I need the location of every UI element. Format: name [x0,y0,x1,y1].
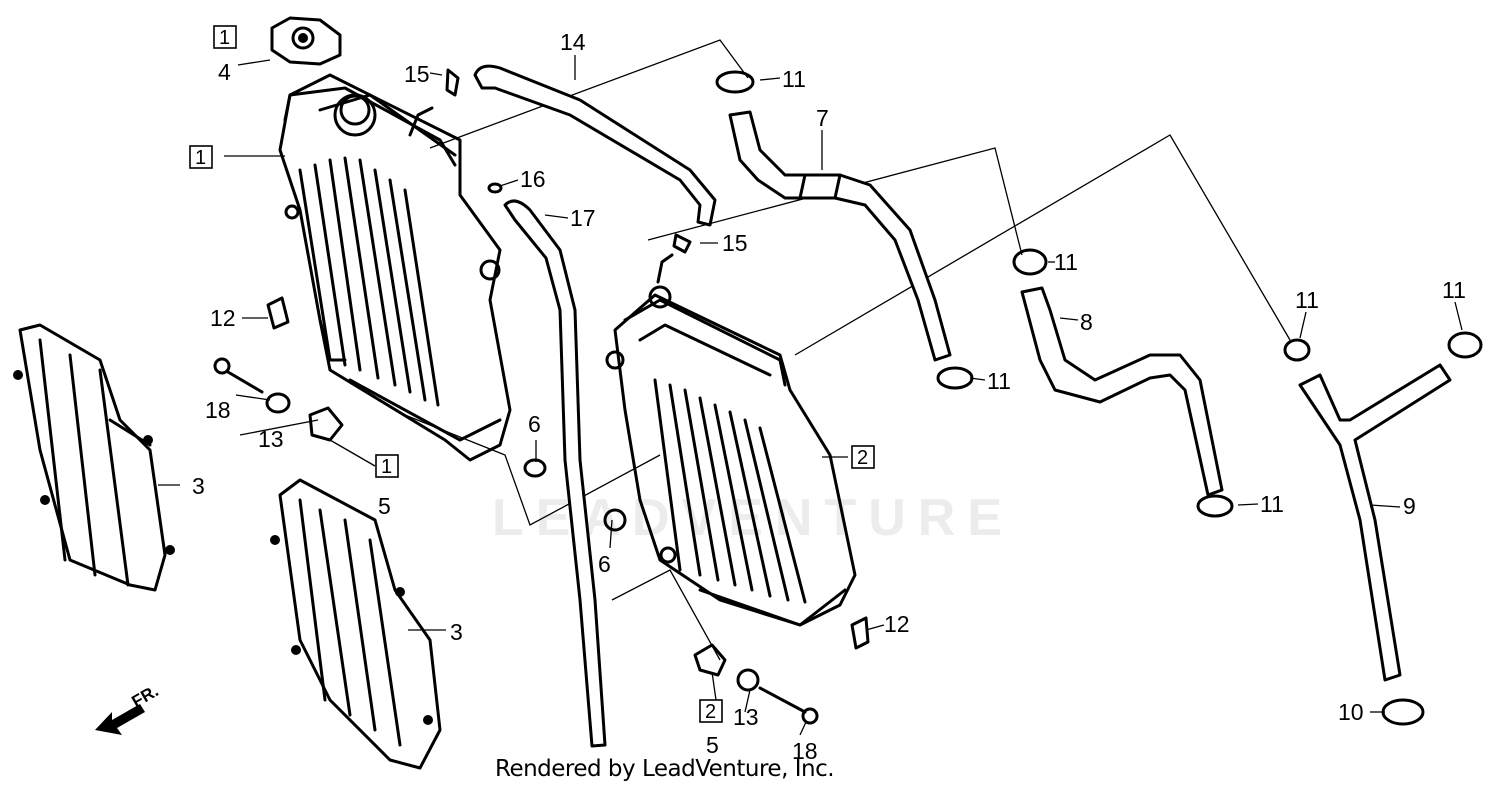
left-radiator [278,73,512,462]
hose-7 [728,110,952,362]
callout-17: 17 [570,205,596,231]
boxed-ref-1-cap: 1 [213,25,237,49]
callout-5-right: 5 [706,732,719,758]
callout-8: 8 [1080,309,1093,335]
callout-3-left: 3 [192,473,205,499]
callout-7: 7 [816,105,829,131]
callout-18-right: 18 [792,738,818,764]
callout-6-left: 6 [528,411,541,437]
boxed-refs: 1 1 1 2 2 [189,25,875,723]
boxed-ref-label: 2 [857,447,868,469]
callout-11-y-right: 11 [1442,277,1466,303]
fasteners [213,296,870,725]
direction-label: FR. [129,681,162,711]
callout-11-mid: 11 [1054,249,1078,275]
clamps [445,68,1483,726]
callout-4: 4 [218,59,231,85]
callout-12-left: 12 [210,305,236,331]
boxed-ref-1-radiator: 1 [189,145,213,169]
callout-13-right: 13 [733,704,759,730]
boxed-ref-label: 1 [381,456,392,478]
callout-12-right: 12 [884,611,910,637]
callout-13-left: 13 [258,426,284,452]
boxed-ref-2-grommet: 2 [699,699,723,723]
callout-9: 9 [1403,493,1416,519]
hose-9 [1298,363,1452,682]
callout-10: 10 [1338,699,1364,725]
callout-11-y-left: 11 [1295,287,1319,313]
boxed-ref-label: 2 [705,701,716,723]
leader-lines [158,39,1463,736]
hose-8 [1020,286,1224,497]
boxed-ref-2-radiator: 2 [851,445,875,469]
right-radiator [605,253,857,627]
boxed-ref-1-grommet: 1 [375,454,399,478]
callout-5-left: 5 [378,493,391,519]
callout-11-hose7: 11 [987,368,1011,394]
callout-11-hose8: 11 [1260,491,1284,517]
boxed-ref-label: 1 [195,147,206,169]
hose-17 [503,199,607,748]
callout-11-top: 11 [782,66,806,92]
callout-14: 14 [560,29,586,55]
callout-15-top: 15 [404,61,430,87]
radiator-cap [270,16,342,66]
callout-18-left: 18 [205,397,231,423]
callout-11-extra: 11 [1296,287,1320,313]
shroud-right [270,478,442,770]
boxed-ref-label: 1 [219,27,230,49]
callout-15-mid: 15 [722,230,748,256]
callouts: 4 14 15 16 17 15 11 7 11 8 11 11 11 11 9… [192,29,1466,764]
footer-credit: Rendered by LeadVenture, Inc. [495,756,835,782]
hose-14 [473,64,717,227]
shroud-left [13,323,175,592]
callout-3-right: 3 [450,619,463,645]
front-arrow: FR. [95,681,162,735]
callout-16: 16 [520,166,546,192]
callout-6-right: 6 [598,551,611,577]
